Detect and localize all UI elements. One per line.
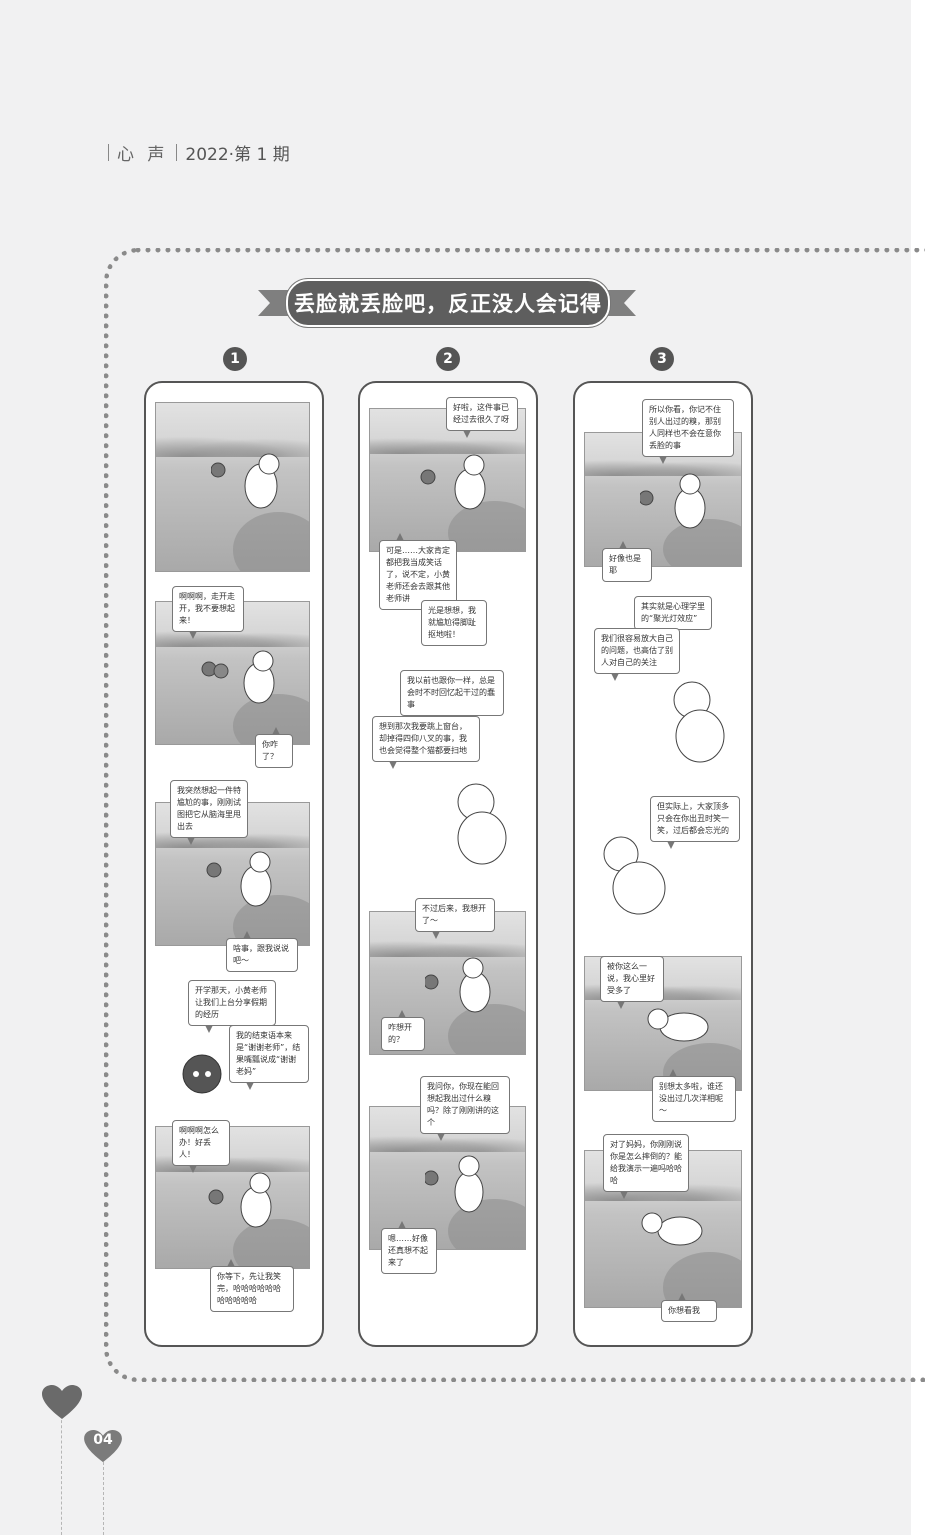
comic-panel (155, 402, 310, 572)
cat-sitting-illustration (640, 473, 706, 529)
speech-bubble: 我的结束语本来是“谢谢老师”，结果嘴瓢说成“谢谢老妈” (229, 1025, 309, 1090)
speech-bubble: 对了妈妈，你刚刚说你是怎么摔倒的？能给我演示一遍吗哈哈哈 (603, 1134, 689, 1199)
cat-sitting-illustration (425, 1155, 484, 1213)
cat-standing-illustration (641, 1212, 703, 1246)
speech-bubble: 不过后来，我想开了～ (415, 898, 495, 939)
page-edge (911, 0, 925, 1535)
comic-title: 丢脸就丢脸吧，反正没人会记得 (286, 279, 610, 327)
heart-icon (84, 1430, 122, 1463)
comic-title-banner: 丢脸就丢脸吧，反正没人会记得 (258, 277, 636, 329)
cat-standing-illustration (647, 1008, 709, 1042)
cat-sitting-illustration (603, 836, 666, 915)
speech-bubble: 我问你，你现在能回想起我出过什么糗吗？除了刚刚讲的这个 (420, 1076, 510, 1141)
dashed-line (61, 1410, 62, 1535)
speech-bubble: 我们很容易放大自己的问题，也高估了别人对自己的关注 (594, 628, 680, 681)
speech-bubble: 别想太多啦，谁还没出过几次洋相呢～ (652, 1069, 736, 1122)
cat-lying-illustration (201, 650, 275, 704)
cat-lying-illustration (420, 454, 486, 510)
page-header: 心 声 2022·第 1 期 (100, 140, 290, 165)
column-name: 心 声 (117, 145, 169, 165)
header-divider (108, 144, 109, 161)
speech-bubble: 嗯……好像还真想不起来了 (381, 1221, 437, 1274)
column-number-3: 3 (650, 347, 674, 371)
speech-bubble: 咋想开的？ (381, 1010, 425, 1051)
speech-bubble: 啊啊啊怎么办！好丢人！ (172, 1120, 230, 1173)
speech-bubble: 但实际上，大家顶多只会在你出丑时笑一笑，过后都会忘光的 (650, 796, 740, 849)
speech-bubble: 可是……大家肯定都把我当成笑话了，说不定，小黄老师还会去跟其他老师讲 (379, 533, 457, 610)
speech-bubble: 我以前也跟你一样，总是会时不时回忆起干过的蠢事 (400, 670, 504, 723)
dashed-line (103, 1462, 104, 1535)
speech-bubble: 你咋了？ (255, 727, 293, 768)
speech-bubble: 其实就是心理学里的“聚光灯效应” (634, 596, 712, 630)
cat-sitting-illustration (673, 681, 725, 763)
speech-bubble: 被你这么一说，我心里好受多了 (600, 956, 664, 1009)
speech-bubble: 想到那次我要跳上窗台，却掉得四仰八叉的事，我也会觉得整个猫都要扫地 (372, 716, 480, 769)
column-number-2: 2 (436, 347, 460, 371)
speech-bubble: 我突然想起一件特尴尬的事，刚刚试图把它从脑海里甩出去 (170, 780, 248, 845)
header-divider (176, 144, 178, 161)
speech-bubble: 所以你看，你记不住别人出过的糗，那别人同样也不会在意你丢脸的事 (642, 399, 734, 464)
speech-bubble: 光是想想，我就尴尬得脚趾抠地啦！ (421, 600, 487, 646)
heart-icon (42, 1385, 82, 1419)
cat-lying-illustration (425, 957, 491, 1013)
speech-bubble: 你想看我 (661, 1293, 717, 1322)
page-number: 04 (93, 1432, 113, 1448)
chick-character-illustration (182, 1054, 222, 1094)
column-number-1: 1 (223, 347, 247, 371)
cat-sitting-illustration (457, 783, 507, 865)
dotted-frame (104, 248, 925, 1382)
cat-lying-illustration (211, 453, 280, 509)
speech-bubble: 啥事，跟我说说吧～ (226, 931, 298, 972)
speech-bubble: 开学那天，小黄老师让我们上台分享假期的经历 (188, 980, 276, 1033)
speech-bubble: 好啦，这件事已经过去很久了呀 (446, 397, 518, 438)
cat-lying-illustration (208, 1172, 272, 1228)
issue-label: 2022·第 1 期 (185, 145, 290, 165)
speech-bubble: 好像也是耶 (602, 541, 652, 582)
speech-bubble: 你等下，先让我笑完，哈哈哈哈哈哈哈哈哈哈哈 (210, 1259, 294, 1312)
speech-bubble: 啊啊啊，走开走开，我不要想起来！ (172, 586, 244, 639)
cat-lying-illustration (206, 851, 272, 907)
